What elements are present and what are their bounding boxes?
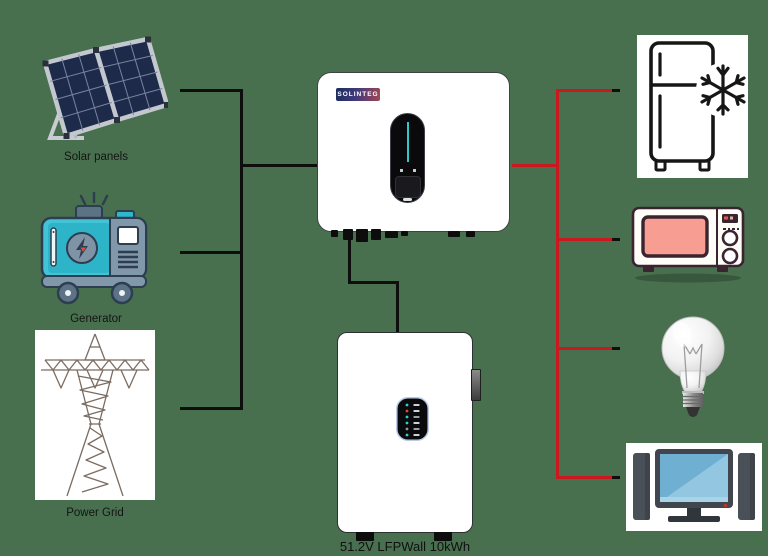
inverter-connector	[385, 231, 398, 238]
wire-bulb-tip	[612, 347, 620, 350]
inverter-display	[390, 113, 425, 203]
inverter-connector	[466, 231, 475, 237]
wire-microwave-tip	[612, 238, 620, 241]
wire-microwave-branch	[558, 238, 614, 241]
inverter-screen	[395, 176, 421, 198]
wire-output-bus	[556, 89, 559, 479]
wire-fridge-tip	[612, 89, 620, 92]
power-grid-icon	[41, 333, 150, 497]
inverter-connector	[356, 229, 368, 242]
inverter-card: SOLINTEG	[317, 72, 510, 232]
wire-battery-drop	[396, 281, 399, 332]
tv-card	[626, 443, 762, 531]
fridge-card	[637, 35, 750, 178]
solar-panels-icon	[42, 36, 168, 140]
inverter-connector	[448, 231, 460, 237]
wire-tv-tip	[612, 476, 620, 479]
wire-battery-across	[348, 281, 399, 284]
inverter-led-left	[400, 169, 403, 172]
wire-input-bus	[240, 89, 243, 410]
microwave-icon	[631, 206, 745, 283]
battery-caption: 51.2V LFPWall 10kWh	[339, 539, 471, 554]
battery-foot-right	[434, 532, 452, 541]
wire-grid-input	[180, 407, 243, 410]
inverter-connector	[371, 229, 381, 240]
inverter-button	[403, 198, 412, 201]
wire-inverter-output	[512, 164, 557, 167]
battery-foot-left	[356, 532, 374, 541]
generator-label: Generator	[70, 313, 122, 325]
inverter-status-bar	[407, 122, 409, 162]
generator-icon	[40, 191, 148, 305]
light-bulb-icon	[661, 316, 725, 417]
inverter-connector	[401, 231, 408, 236]
snowflake-icon	[700, 64, 746, 116]
power-grid-label: Power Grid	[66, 507, 124, 519]
power-grid-card	[35, 330, 155, 500]
wire-battery-down	[348, 234, 351, 284]
wire-tv-branch	[558, 476, 614, 479]
wire-bulb-branch	[558, 347, 614, 350]
battery-handle	[471, 369, 481, 401]
wire-inverter-feed	[242, 164, 317, 167]
battery-card	[337, 332, 481, 533]
solar-panels-label: Solar panels	[64, 151, 128, 163]
refrigerator-icon	[649, 41, 750, 172]
wire-fridge-branch	[558, 89, 614, 92]
wire-generator-input	[180, 251, 243, 254]
solinteg-logo: SOLINTEG	[336, 88, 380, 101]
inverter-led-right	[413, 169, 416, 172]
inverter-connector	[331, 230, 338, 237]
wire-solar-input	[180, 89, 243, 92]
battery-display	[396, 397, 429, 441]
tv-icon	[633, 449, 755, 522]
